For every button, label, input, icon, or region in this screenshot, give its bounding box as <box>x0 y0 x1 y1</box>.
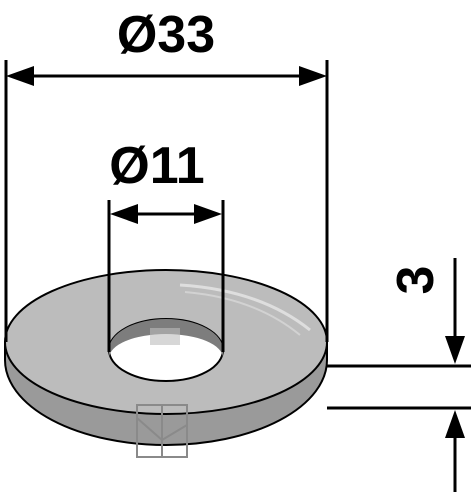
outer-diameter-label: Ø33 <box>117 6 215 64</box>
inner-arrow-right <box>194 204 222 224</box>
inner-diameter-dimension <box>107 200 225 352</box>
inner-arrow-left <box>110 204 138 224</box>
thickness-dimension <box>327 258 471 492</box>
thickness-label: 3 <box>387 266 445 295</box>
inner-diameter-label: Ø11 <box>109 137 204 195</box>
washer-hole-wall-shine <box>150 328 180 345</box>
washer-hole-wall <box>109 319 223 358</box>
thickness-arrow-bottom <box>445 410 465 438</box>
manufacturer-stamp-icon <box>136 404 188 458</box>
thickness-arrow-top <box>445 336 465 364</box>
washer <box>4 269 328 458</box>
outer-arrow-left <box>6 66 34 86</box>
washer-highlight <box>179 283 311 332</box>
outer-diameter-dimension <box>4 60 329 342</box>
outer-arrow-right <box>299 66 327 86</box>
washer-highlight-2 <box>184 291 301 336</box>
